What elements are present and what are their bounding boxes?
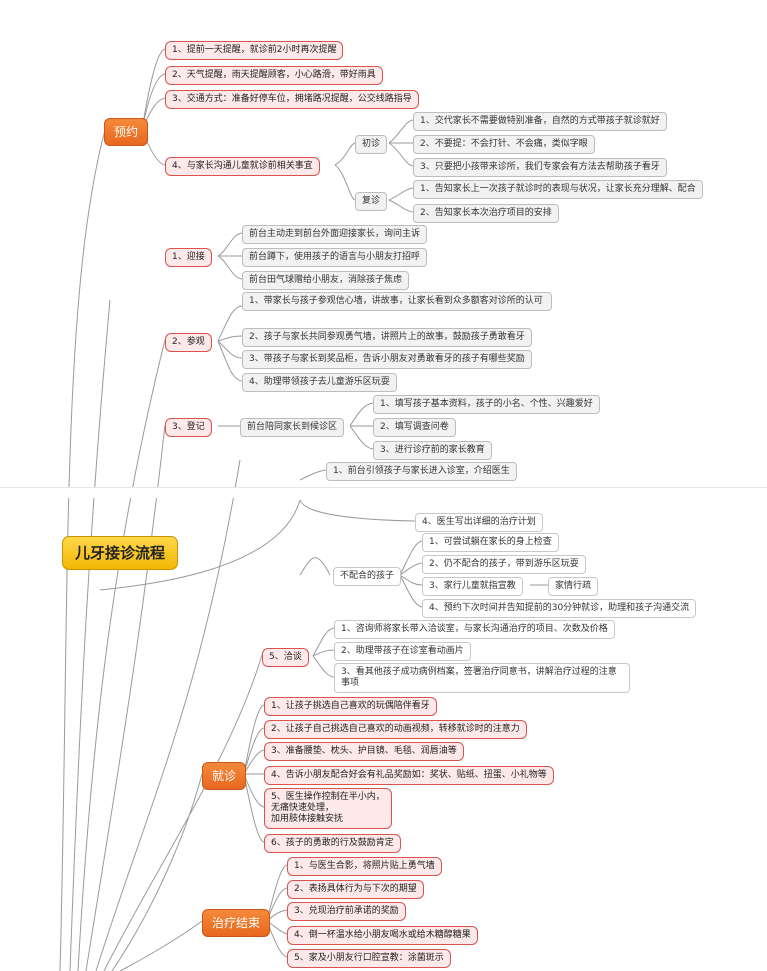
zhiliao-item: 5、家及小朋友行口腔宣教：涂菌斑示 (287, 949, 451, 968)
canguan-item: 1、带家长与孩子参观信心墙，讲故事，让家长看到众多额客对诊所的认可 (242, 292, 552, 311)
bupeihe-item: 4、预约下次时间并告知提前的30分钟就诊，助理和孩子沟通交流 (422, 599, 697, 618)
branch-yuyue: 预约 (104, 118, 149, 146)
yingjie-item: 前台主动走到前台外面迎接家长，询问主诉 (242, 225, 428, 244)
yuyue-item-4: 4、与家长沟通儿童就诊前相关事宜 (165, 157, 320, 176)
branch-jiuzhen: 就诊 (202, 762, 247, 790)
dengji-mid: 前台陪同家长到候诊区 (240, 418, 345, 437)
chuzhen-item: 1、交代家长不需要做特别准备，自然的方式带孩子就诊就好 (413, 112, 667, 131)
chuzhen-node: 初诊 (355, 135, 388, 154)
chuzhen-item: 2、不要提：不会打针、不会痛，类似字眼 (413, 135, 595, 154)
jiuzhen-item: 3、准备腰垫、枕头、护目镜、毛毯、润唇油等 (264, 742, 464, 761)
qiatan-item: 3、看其他孩子成功病例档案，签署治疗同意书，讲解治疗过程的注意事项 (334, 663, 630, 693)
zhenshi-item-1: 1、前台引领孩子与家长进入诊室，介绍医生 (326, 462, 517, 481)
yingjie-node: 1、迎接 (165, 248, 212, 267)
canguan-item: 2、孩子与家长共同参观勇气墙，讲照片上的故事，鼓励孩子勇敢看牙 (242, 328, 532, 347)
zhiliao-item: 4、倒一杯温水给小朋友喝水或给木糖醇糖果 (287, 926, 478, 945)
zhenshi-item-4: 4、医生写出详细的治疗计划 (415, 513, 543, 532)
dengji-item: 1、填写孩子基本资料，孩子的小名、个性、兴趣爱好 (373, 395, 600, 414)
canguan-item: 4、助理带领孩子去儿童游乐区玩耍 (242, 373, 397, 392)
jiuzhen-item: 4、告诉小朋友配合好会有礼品奖励如：奖状、贴纸、扭蛋、小礼物等 (264, 766, 554, 785)
yingjie-item: 前台田气球赠给小朋友，消除孩子焦虑 (242, 271, 410, 290)
jiuzhen-item: 1、让孩子挑选自己喜欢的玩偶陪伴看牙 (264, 697, 437, 716)
fuzhen-item: 1、告知家长上一次孩子就诊时的表现与状况，让家长充分理解、配合 (413, 180, 703, 199)
qiatan-item: 1、咨询师将家长带入洽谈室，与家长沟通治疗的项目、次数及价格 (334, 620, 615, 639)
jiuzhen-item: 6、孩子的勇敢的行及鼓励肯定 (264, 834, 401, 853)
bupeihe-sub: 家情行疏 (548, 577, 599, 596)
dengji-node: 3、登记 (165, 418, 212, 437)
chuzhen-item: 3、只要把小孩带来诊所，我们专家会有方法去帮助孩子看牙 (413, 158, 667, 177)
yuyue-item-1: 1、提前一天提醒，就诊前2小时再次提醒 (165, 41, 344, 60)
dengji-item: 3、进行诊疗前的家长教育 (373, 441, 492, 460)
bupeihe-item: 1、可尝试躺在家长的身上检查 (422, 533, 559, 552)
canguan-node: 2、参观 (165, 333, 212, 352)
qiatan-item: 2、助理带孩子在诊室看动画片 (334, 642, 471, 661)
jiuzhen-item: 5、医生操作控制在半小内， 无痛快速处理， 加用肢体接触安抚 (264, 788, 392, 829)
root-topic: 儿牙接诊流程 (62, 536, 179, 570)
jiuzhen-item: 2、让孩子自己挑选自己喜欢的动画视频，转移就诊时的注意力 (264, 720, 527, 739)
screenshot-seam (0, 487, 767, 498)
qiatan-node: 5、洽谈 (262, 648, 309, 667)
yingjie-item: 前台蹲下，使用孩子的语言与小朋友打招呼 (242, 248, 428, 267)
zhiliao-item: 2、表扬具体行为与下次的期望 (287, 880, 424, 899)
branch-zhiliao: 治疗结束 (202, 909, 271, 937)
canguan-item: 3、带孩子与家长到奖品柜，告诉小朋友对勇敢看牙的孩子有哪些奖励 (242, 350, 532, 369)
bupeihe-node: 不配合的孩子 (333, 567, 402, 586)
bupeihe-item: 3、家行儿童就指宣教 (422, 577, 523, 596)
yuyue-item-2: 2、天气提醒，雨天提醒顾客，小心路滑，带好雨具 (165, 66, 383, 85)
fuzhen-item: 2、告知家长本次治疗项目的安排 (413, 204, 559, 223)
yuyue-item-3: 3、交通方式：准备好停车位，拥堵路况提醒，公交线路指导 (165, 90, 419, 109)
fuzhen-node: 复诊 (355, 192, 388, 211)
dengji-item: 2、填写调查问卷 (373, 418, 456, 437)
zhiliao-item: 3、兑现治疗前承诺的奖励 (287, 902, 406, 921)
zhiliao-item: 1、与医生合影，将照片贴上勇气墙 (287, 857, 442, 876)
bupeihe-item: 2、仍不配合的孩子，带到游乐区玩耍 (422, 555, 586, 574)
